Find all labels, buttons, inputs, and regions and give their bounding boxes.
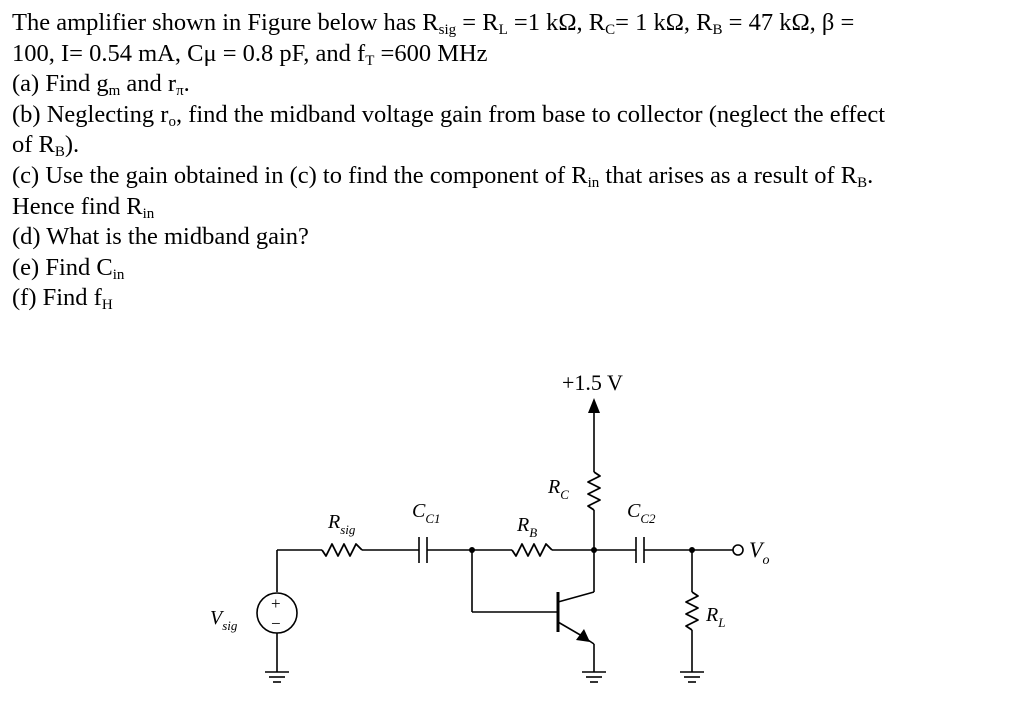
text-segment: that arises as a result of R — [599, 161, 858, 189]
problem-line-2: 100, I= 0.54 mA, Cμ = 0.8 pF, and fT =60… — [12, 39, 1012, 70]
question-e: (e) Find Cin — [12, 253, 1012, 284]
question-d: (d) What is the midband gain? — [12, 222, 1012, 253]
rl-label: RL — [705, 604, 725, 630]
label-subscript: sig — [222, 618, 238, 633]
question-c-continued: Hence find Rin — [12, 192, 1012, 223]
text-segment: ). — [64, 131, 80, 159]
subscript: π — [176, 83, 184, 100]
vsig-label: Vsig — [210, 607, 238, 633]
source-plus-sign: + — [271, 594, 281, 613]
text-segment: . — [867, 161, 874, 189]
label-main: V — [749, 537, 765, 562]
supply-terminal: +1.5 V — [562, 370, 623, 472]
label-subscript: C1 — [425, 511, 440, 526]
base-feedback-resistor: RB — [511, 514, 553, 557]
label-subscript: B — [529, 525, 537, 540]
text-segment: (e) Find C — [12, 253, 113, 281]
subscript: H — [101, 297, 113, 314]
source-resistor: Rsig — [321, 511, 363, 557]
problem-statement: The amplifier shown in Figure below has … — [12, 8, 1012, 314]
text-segment: (f) Find f — [12, 284, 102, 312]
cc2-label: CC2 — [627, 500, 656, 526]
text-segment: (d) What is the midband gain? — [12, 223, 309, 251]
label-subscript: C — [560, 487, 569, 502]
text-segment: The amplifier shown in Figure below has … — [12, 9, 439, 36]
text-segment: of R — [12, 131, 55, 159]
load-ground — [680, 671, 704, 683]
text-segment: (a) Find g — [12, 70, 109, 98]
output-coupling-capacitor: CC2 — [627, 500, 656, 563]
question-b: (b) Neglecting ro, find the midband volt… — [12, 100, 1012, 131]
subscript: in — [587, 174, 600, 191]
subscript: C — [605, 22, 616, 38]
text-segment: =1 kΩ, R — [507, 9, 606, 36]
text-segment: (b) Neglecting r — [12, 100, 169, 128]
label-main: R — [327, 511, 340, 533]
label-main: V — [210, 607, 225, 629]
question-c: (c) Use the gain obtained in (c) to find… — [12, 161, 1012, 192]
question-b-continued: of RB). — [12, 130, 1012, 161]
problem-line-1: The amplifier shown in Figure below has … — [12, 8, 1012, 39]
text-segment: , find the midband voltage gain from bas… — [175, 100, 886, 128]
label-main: R — [547, 476, 560, 498]
rsig-label: Rsig — [327, 511, 356, 537]
signal-source: + − Vsig — [210, 550, 298, 683]
subscript: B — [712, 22, 723, 38]
text-segment: and r — [120, 70, 177, 98]
text-segment: = 1 kΩ, R — [615, 9, 713, 36]
text-segment: . — [183, 70, 190, 98]
subscript: L — [498, 22, 508, 38]
cc1-label: CC1 — [412, 500, 441, 526]
rc-label: RC — [547, 476, 569, 502]
collector-resistor: RC — [547, 471, 601, 550]
subscript: in — [142, 205, 155, 222]
label-subscript: C2 — [640, 511, 656, 526]
subscript: in — [112, 266, 125, 283]
text-segment: = 47 kΩ, β = — [722, 9, 855, 36]
label-subscript: L — [717, 615, 725, 630]
text-segment: Hence find R — [12, 192, 143, 220]
question-f: (f) Find fH — [12, 283, 1012, 314]
subscript: B — [54, 144, 65, 161]
text-segment: (c) Use the gain obtained in (c) to find… — [12, 161, 588, 189]
vo-label: Vo — [749, 537, 769, 568]
text-segment: 100, I= 0.54 mA, Cμ = 0.8 pF, and f — [12, 39, 366, 67]
input-coupling-capacitor: CC1 — [412, 500, 441, 563]
bjt-transistor — [556, 591, 606, 683]
text-segment: = R — [456, 9, 499, 36]
subscript: B — [857, 174, 868, 191]
output-terminal — [732, 544, 744, 556]
label-main: C — [412, 500, 426, 522]
subscript: m — [108, 83, 121, 100]
subscript: sig — [438, 22, 457, 38]
question-a: (a) Find gm and rπ. — [12, 69, 1012, 100]
label-subscript: sig — [340, 522, 356, 537]
subscript: o — [168, 113, 176, 130]
label-main: C — [627, 500, 641, 522]
supply-voltage-label: +1.5 V — [562, 370, 623, 395]
rb-label: RB — [516, 514, 537, 540]
label-subscript: o — [762, 553, 769, 568]
label-main: R — [705, 604, 718, 626]
source-minus-sign: − — [271, 614, 281, 633]
text-segment: =600 MHz — [374, 39, 488, 67]
load-resistor: RL — [685, 591, 725, 631]
label-main: R — [516, 514, 529, 536]
subscript: T — [365, 52, 375, 69]
